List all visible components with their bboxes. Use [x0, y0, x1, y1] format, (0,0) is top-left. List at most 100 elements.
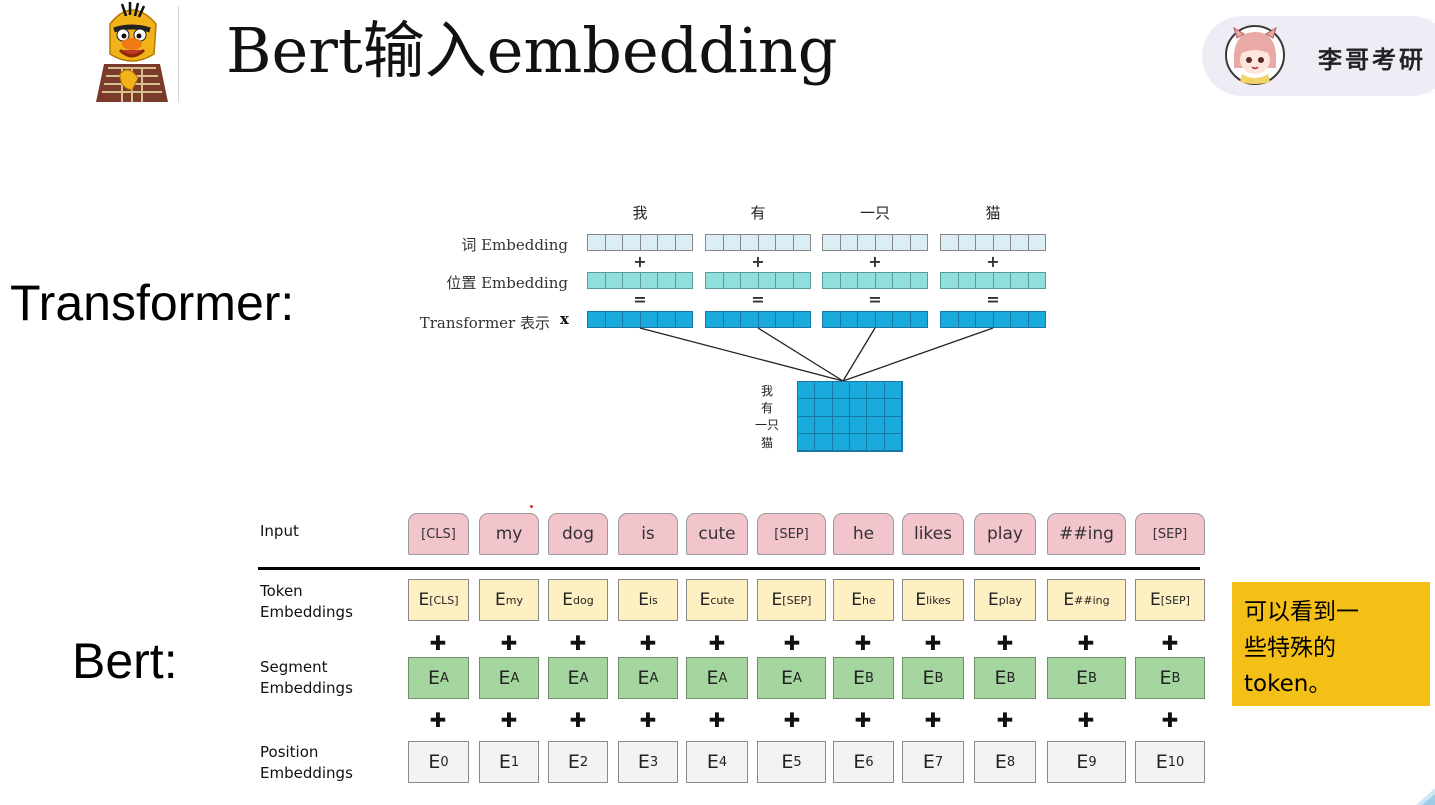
embedding-subscript: 10: [1167, 754, 1185, 770]
embedding-subscript: A: [718, 670, 728, 686]
plus-icon: ✚: [569, 631, 587, 655]
embedding-subscript: 1: [510, 754, 520, 770]
embedding-subscript: A: [793, 670, 802, 686]
bert-muppet-icon: [96, 2, 168, 102]
input-token: dog: [548, 513, 608, 555]
embedding-subscript: [SEP]: [782, 593, 812, 607]
embedding-base: E: [495, 590, 506, 610]
tf-word-label: 一只: [859, 204, 890, 222]
token-embedding: E[CLS]: [408, 579, 469, 621]
plus-icon: ✚: [783, 631, 801, 655]
word-embedding-vector: [587, 234, 693, 251]
embedding-base: E: [781, 751, 794, 773]
embedding-base: E: [1150, 590, 1161, 610]
matrix-row-label: 猫: [760, 436, 773, 450]
plus-icon: ✚: [1077, 631, 1095, 655]
embedding-base: E: [638, 590, 649, 610]
embedding-subscript: likes: [926, 593, 951, 607]
embedding-subscript: A: [440, 670, 449, 686]
embedding-subscript: 5: [793, 754, 802, 770]
plus-icon: ✚: [500, 708, 518, 732]
embedding-base: E: [567, 667, 580, 689]
word-embedding-vector: [822, 234, 928, 251]
plus-icon: ✚: [708, 708, 726, 732]
tf-word-label: 我: [632, 204, 648, 222]
embedding-base: E: [922, 751, 935, 773]
note-line: token。: [1244, 671, 1332, 697]
plus-operator: +: [868, 252, 882, 271]
position-embedding-label: 位置 Embedding: [446, 274, 568, 292]
transformer-matrix: [797, 381, 903, 452]
embedding-base: E: [706, 751, 719, 773]
bert-section-label: Bert:: [72, 633, 178, 689]
embedding-base: E: [781, 667, 794, 689]
embedding-base: E: [1159, 667, 1172, 689]
matrix-row-label: 一只: [754, 418, 779, 432]
transformer-repr-vector: [705, 311, 811, 328]
embedding-base: E: [1063, 590, 1075, 610]
position-embedding-vector: [822, 272, 928, 289]
equals-operator: =: [868, 290, 882, 309]
header-divider: [178, 6, 179, 102]
embedding-base: E: [987, 590, 999, 610]
equals-operator: =: [986, 290, 1000, 309]
transformer-repr-vector: [822, 311, 928, 328]
embedding-base: E: [994, 667, 1007, 689]
word-embedding-vector: [940, 234, 1046, 251]
word-embedding-label: 词 Embedding: [461, 236, 568, 254]
equals-operator: =: [633, 290, 647, 309]
embedding-base: E: [1155, 751, 1168, 773]
x-symbol: x: [560, 310, 569, 328]
embedding-base: E: [699, 590, 711, 610]
token-embedding: E##ing: [1047, 579, 1126, 621]
stray-dot: [530, 505, 533, 508]
embedding-subscript: [CLS]: [429, 593, 459, 607]
input-token: ##ing: [1047, 513, 1126, 555]
token-row-label-line: Embeddings: [260, 603, 353, 621]
embedding-base: E: [915, 590, 927, 610]
embedding-subscript: cute: [710, 593, 735, 607]
embedding-base: E: [428, 667, 441, 689]
input-token: he: [833, 513, 894, 555]
embedding-subscript: 2: [579, 754, 589, 770]
plus-icon: ✚: [783, 708, 801, 732]
input-token: likes: [902, 513, 964, 555]
matrix-row-label: 有: [760, 401, 773, 415]
token-embedding: E[SEP]: [1135, 579, 1205, 621]
position-embedding-vector: [705, 272, 811, 289]
embedding-subscript: B: [934, 670, 944, 686]
input-token: is: [618, 513, 678, 555]
plus-icon: ✚: [996, 631, 1014, 655]
token-row-label: Token Embeddings: [260, 581, 353, 623]
embedding-subscript: play: [998, 593, 1023, 607]
embedding-base: E: [1076, 751, 1089, 773]
embedding-subscript: 9: [1088, 754, 1097, 770]
slide-title: Bert输入embedding: [226, 14, 838, 87]
plus-icon: ✚: [1161, 708, 1179, 732]
transformer-repr-vector: [587, 311, 693, 328]
note-line: 些特殊的: [1244, 635, 1336, 661]
embedding-base: E: [1076, 667, 1089, 689]
embedding-subscript: B: [865, 670, 874, 686]
matrix-row-label: 我: [760, 384, 773, 398]
embedding-base: E: [567, 751, 580, 773]
input-separator-line: [258, 567, 1200, 570]
tf-word-label: 猫: [985, 204, 1001, 222]
